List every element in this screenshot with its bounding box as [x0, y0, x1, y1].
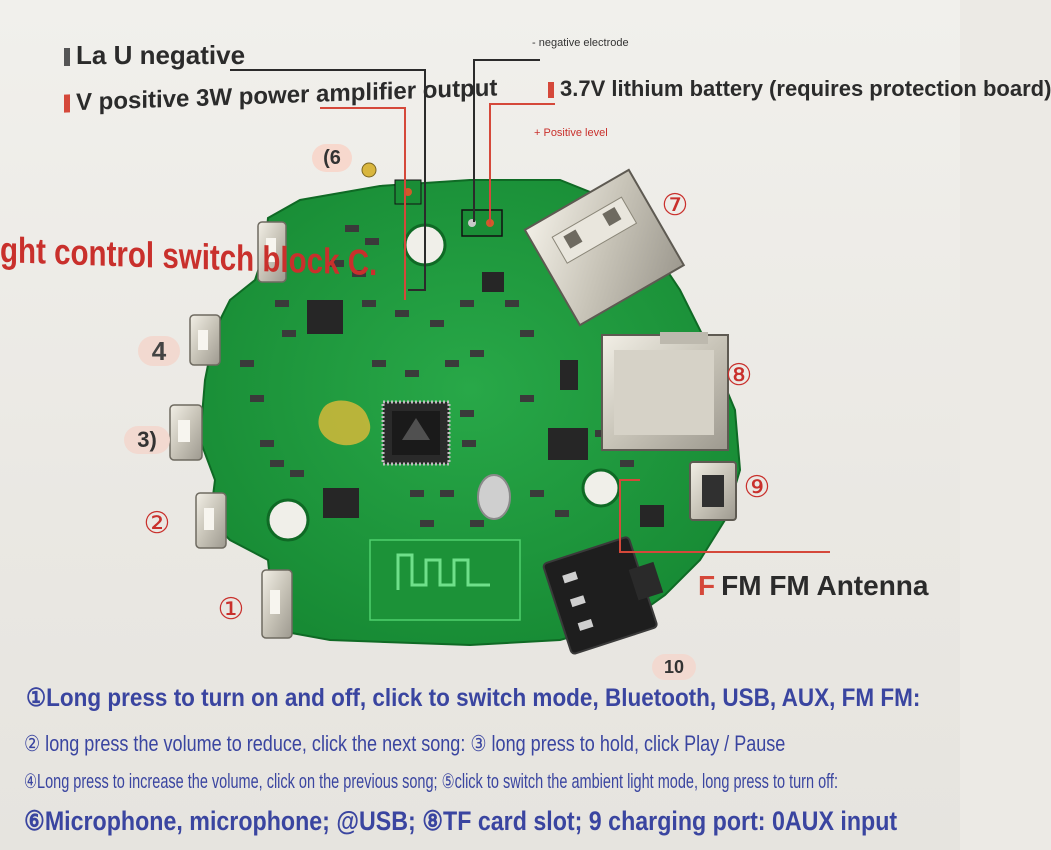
caption-line-2: ② long press the volume to reduce, click… — [24, 731, 786, 756]
switch-3 — [169, 404, 203, 461]
battery-label-text: 3.7V lithium battery (requires protectio… — [560, 76, 1051, 101]
marker-2: ② — [143, 506, 171, 540]
battery-label: 3.7V lithium battery (requires protectio… — [548, 78, 1051, 100]
small-chip-2 — [323, 488, 359, 518]
small-chip-5 — [640, 505, 664, 527]
negative-label: La U negative — [64, 42, 245, 68]
caption-line-4: ⑥Microphone, microphone; @USB; ⑧TF card … — [24, 806, 898, 836]
marker-6: (6 — [312, 144, 352, 172]
fm-antenna-prefix: F — [698, 570, 716, 601]
switch-4 — [189, 314, 221, 366]
small-positive-label: + Positive level — [534, 127, 608, 139]
antenna-trace — [396, 553, 490, 590]
caption-line-1: ①Long press to turn on and off, click to… — [26, 684, 921, 712]
leader-lines — [230, 59, 830, 553]
mount-hole-left — [266, 498, 310, 542]
antenna-area — [369, 539, 521, 621]
glue-blob — [318, 400, 371, 446]
negative-color-bar — [64, 48, 70, 66]
negative-label-text: La U negative — [76, 40, 246, 70]
caption-line-3: ④Long press to increase the volume, clic… — [24, 771, 838, 793]
microphone — [361, 162, 377, 178]
marker-10: 10 — [652, 654, 696, 680]
switch-5 — [257, 221, 287, 283]
amp-chip — [307, 300, 343, 334]
marker-8: ⑧ — [725, 358, 753, 392]
tf-card-slot — [601, 332, 729, 451]
marker-3: 3) — [124, 426, 170, 454]
switch-1 — [261, 569, 293, 639]
mount-hole-right — [581, 468, 621, 508]
switch-2 — [195, 492, 227, 549]
crystal — [477, 474, 511, 520]
fm-antenna-text: FM FM Antenna — [721, 570, 929, 601]
aux-jack — [542, 536, 664, 655]
pcb-board-diagram — [169, 59, 830, 655]
usb-port — [523, 168, 686, 327]
small-negative-label: - negative electrode — [532, 37, 629, 49]
charging-port — [689, 461, 737, 521]
small-chip-3 — [482, 272, 504, 292]
marker-9: ⑨ — [743, 470, 771, 504]
small-chip-1 — [548, 428, 588, 460]
positive-color-bar — [64, 94, 70, 113]
marker-1: ① — [217, 592, 245, 626]
battery-color-bar — [548, 82, 554, 98]
marker-4: 4 — [138, 336, 180, 366]
passive-components — [240, 225, 634, 527]
marker-7: ⑦ — [661, 188, 689, 222]
small-chip-4 — [560, 360, 578, 390]
